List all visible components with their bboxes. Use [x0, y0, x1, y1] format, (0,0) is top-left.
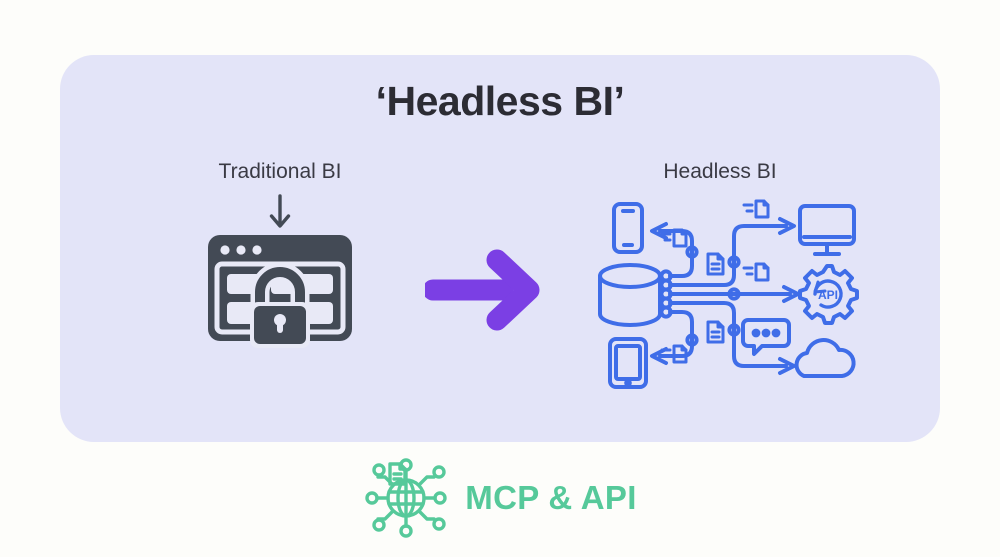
page-title: ‘Headless BI’ — [375, 78, 625, 124]
locked-dashboard-icon — [205, 232, 355, 355]
footer: MCP & API — [0, 452, 1000, 543]
content-card — [60, 55, 940, 442]
traditional-bi-label: Traditional BI — [218, 160, 342, 183]
headless-bi-label: Headless BI — [663, 160, 777, 183]
right-arrow-icon — [422, 248, 547, 337]
footer-label: MCP & API — [465, 478, 637, 516]
network-globe-icon — [363, 452, 449, 543]
headless-bi-diagram: API — [582, 196, 872, 401]
api-gear-label: API — [818, 288, 838, 302]
down-arrow-icon — [258, 192, 302, 241]
